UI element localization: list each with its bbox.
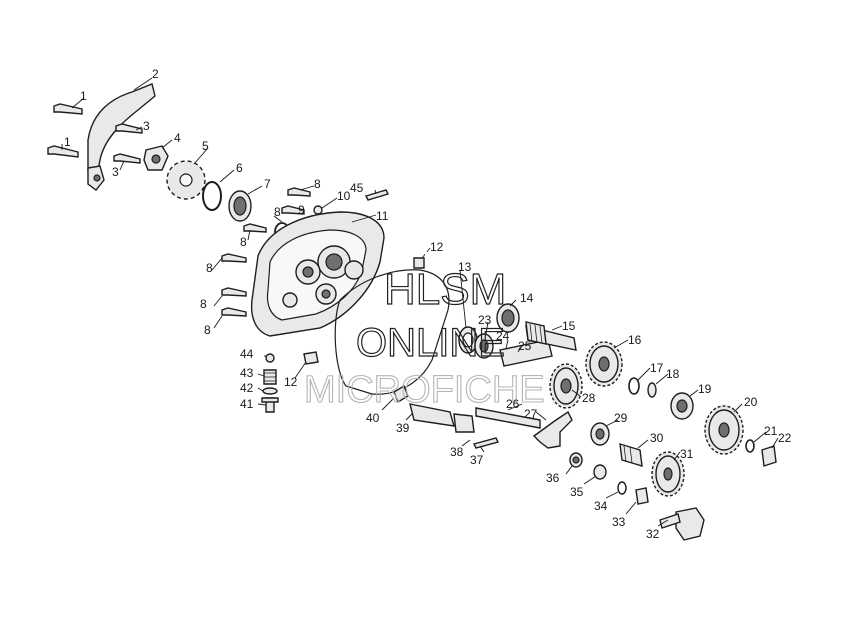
part-7-bearing <box>228 190 252 222</box>
part-16-gear <box>585 341 623 387</box>
callout-19: 19 <box>698 382 712 396</box>
part-45-pin <box>365 189 389 201</box>
callout-44: 44 <box>240 347 254 361</box>
callout-39: 39 <box>396 421 410 435</box>
callout-3a: 3 <box>143 119 150 133</box>
parts-41-44-drain-stack <box>261 353 279 413</box>
callout-labels: 1 1 2 3 3 4 5 6 7 8 8 8 8 8 8 9 10 11 12… <box>64 67 792 541</box>
callout-43: 43 <box>240 366 254 380</box>
callout-27: 27 <box>524 407 538 421</box>
callout-14: 14 <box>520 291 534 305</box>
callout-8e: 8 <box>200 297 207 311</box>
callout-32: 32 <box>646 527 660 541</box>
part-11-transmission-case <box>250 211 385 337</box>
callout-9: 9 <box>298 203 305 217</box>
callout-10: 10 <box>337 189 351 203</box>
callout-45: 45 <box>350 181 364 195</box>
part-10-plug <box>313 205 323 215</box>
callout-36: 36 <box>546 471 560 485</box>
part-1-bolts <box>47 103 83 158</box>
callout-18: 18 <box>666 367 680 381</box>
part-39-shifter-drum <box>409 403 475 433</box>
callout-8c: 8 <box>240 235 247 249</box>
watermark: HLSM ONLINE MICROFICHE <box>303 264 545 411</box>
part-4-hub <box>143 145 169 171</box>
callout-8a: 8 <box>314 177 321 191</box>
callout-2: 2 <box>152 67 159 81</box>
callout-34: 34 <box>594 499 608 513</box>
callout-40: 40 <box>366 411 380 425</box>
callout-35: 35 <box>570 485 584 499</box>
callout-28: 28 <box>582 391 596 405</box>
callout-4: 4 <box>174 131 181 145</box>
callout-1a: 1 <box>80 89 87 103</box>
leader-lines <box>61 77 779 527</box>
part-3-bolts <box>113 123 143 164</box>
callout-33: 33 <box>612 515 626 529</box>
watermark-line-3: MICROFICHE <box>304 369 545 411</box>
callout-12a: 12 <box>430 240 444 254</box>
part-2-chain-guard <box>87 83 156 191</box>
callout-22: 22 <box>778 431 792 445</box>
part-5-sprocket <box>166 160 206 200</box>
callout-31: 31 <box>680 447 694 461</box>
callout-11: 11 <box>376 209 389 223</box>
callout-13: 13 <box>458 260 472 274</box>
callout-30: 30 <box>650 431 664 445</box>
parts-33-36 <box>569 452 649 505</box>
watermark-line-1: HLSM <box>384 265 506 314</box>
watermark-line-2: ONLINE <box>356 321 505 365</box>
part-30-shaft <box>619 443 643 467</box>
callout-29: 29 <box>614 411 628 425</box>
callout-21: 21 <box>764 424 778 438</box>
callout-37: 37 <box>470 453 484 467</box>
part-17-18-washer <box>628 377 657 398</box>
callout-23: 23 <box>478 313 492 327</box>
part-26-shift-rod <box>475 407 541 429</box>
callout-24: 24 <box>496 329 510 343</box>
callout-8b: 8 <box>274 205 281 219</box>
part-40-detent <box>393 384 409 404</box>
gasket <box>334 269 450 395</box>
part-23-bearing <box>474 333 494 359</box>
callout-6: 6 <box>236 161 243 175</box>
callout-20: 20 <box>744 395 758 409</box>
part-37-38-pin <box>472 437 500 449</box>
part-32-output-shaft <box>659 507 705 541</box>
part-31-gear <box>651 451 685 497</box>
part-27-shift-fork <box>532 410 573 449</box>
part-8-bolts <box>221 187 311 317</box>
callout-26: 26 <box>506 397 520 411</box>
part-12-dowels <box>303 257 425 365</box>
callout-5: 5 <box>202 139 209 153</box>
callout-25: 25 <box>518 339 532 353</box>
part-6-circlip <box>202 181 222 211</box>
callout-15: 15 <box>562 319 576 333</box>
callout-16: 16 <box>628 333 642 347</box>
part-25-shaft <box>499 339 553 367</box>
callout-17: 17 <box>650 361 664 375</box>
callout-42: 42 <box>240 381 254 395</box>
callout-8d: 8 <box>206 261 213 275</box>
callout-38: 38 <box>450 445 464 459</box>
callout-7: 7 <box>264 177 271 191</box>
callout-8f: 8 <box>204 323 211 337</box>
callout-12b: 12 <box>284 375 298 389</box>
part-28-gear <box>549 363 583 409</box>
part-15-input-shaft <box>525 321 577 351</box>
part-29-bearing <box>590 422 610 446</box>
callout-1b: 1 <box>64 135 71 149</box>
part-14-bearing <box>496 303 520 333</box>
part-21-22-bushing <box>745 439 777 467</box>
part-13-seal <box>458 326 478 354</box>
part-20-large-gear <box>704 405 744 455</box>
callout-3b: 3 <box>112 165 119 179</box>
part-19-sleeve <box>670 392 694 420</box>
callout-41: 41 <box>240 397 254 411</box>
